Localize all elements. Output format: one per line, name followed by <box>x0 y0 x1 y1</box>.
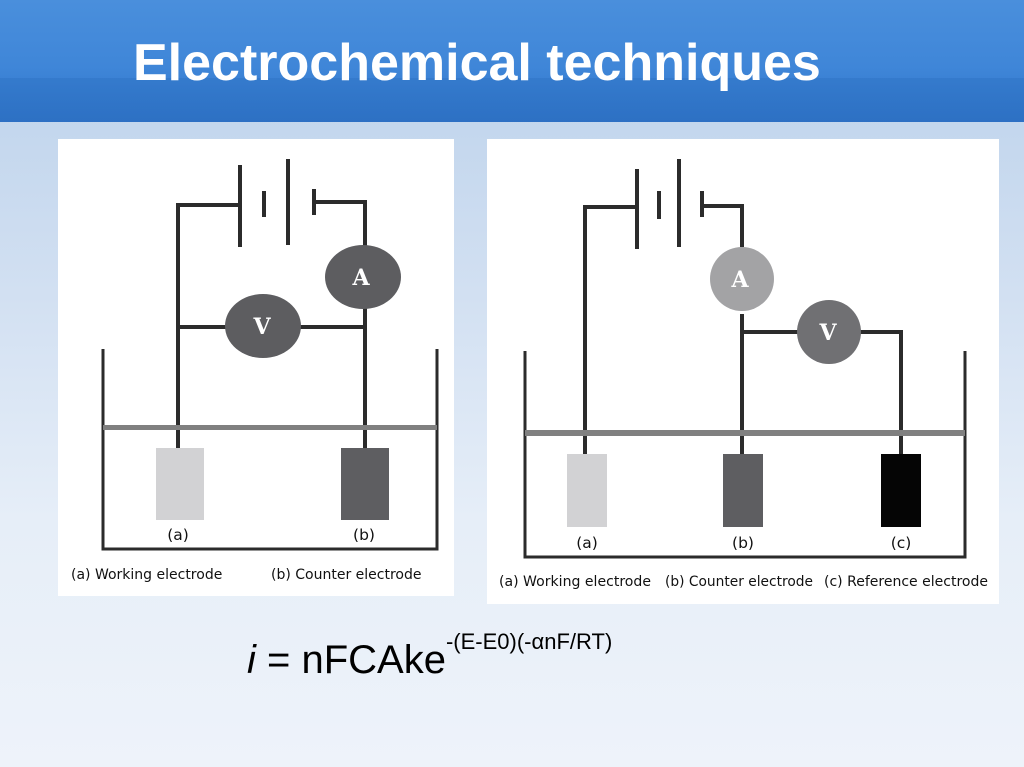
circuit-wires <box>176 200 367 449</box>
ammeter-icon: A <box>710 247 774 311</box>
voltmeter-icon: V <box>225 294 301 358</box>
caption-working-electrode: (a) Working electrode <box>499 574 651 590</box>
working-electrode <box>567 454 607 527</box>
two-electrode-diagram: A V (a) (b) (a) Working electrode (b) Co… <box>58 139 454 596</box>
beaker <box>101 349 439 551</box>
caption-counter-electrode: (b) Counter electrode <box>665 574 813 590</box>
rate-equation: i = nFCAke-(E-E0)(-αnF/RT) <box>247 629 613 694</box>
reference-electrode <box>881 454 921 527</box>
equation-exponent: -(E-E0)(-αnF/RT) <box>445 629 613 654</box>
electrode-b-marker: (b) <box>732 534 754 552</box>
ammeter-body <box>710 247 774 311</box>
caption-reference-electrode: (c) Reference electrode <box>824 574 988 590</box>
slide-title: Electrochemical techniques <box>133 34 821 92</box>
voltmeter-body <box>225 294 301 358</box>
electrode-c-marker: (c) <box>891 534 912 552</box>
title-bar-band <box>0 78 1024 122</box>
voltmeter-body <box>797 300 861 364</box>
electrode-a-marker: (a) <box>167 526 189 544</box>
ammeter-symbol: A <box>351 265 370 291</box>
three-electrode-svg: A V (a) (b) (c) (a) Working electrode (b… <box>499 159 988 590</box>
title-bar: Electrochemical techniques <box>0 0 1024 122</box>
working-electrode <box>156 448 204 520</box>
counter-electrode <box>341 448 389 520</box>
electrolyte-surface <box>525 430 965 436</box>
caption-working-electrode: (a) Working electrode <box>71 567 222 583</box>
voltmeter-symbol: V <box>252 314 271 340</box>
voltmeter-icon: V <box>797 300 861 364</box>
electrode-b-marker: (b) <box>353 526 375 544</box>
caption-counter-electrode: (b) Counter electrode <box>271 567 421 583</box>
three-electrode-diagram: A V (a) (b) (c) (a) Working electrode (b… <box>487 139 999 604</box>
battery-icon <box>238 159 316 247</box>
ammeter-icon: A <box>325 245 401 309</box>
two-electrode-svg: A V (a) (b) (a) Working electrode (b) Co… <box>71 159 439 583</box>
beaker <box>523 351 967 559</box>
counter-electrode <box>723 454 763 527</box>
ammeter-body <box>325 245 401 309</box>
current-symbol: i <box>247 638 256 682</box>
ammeter-symbol: A <box>730 267 749 293</box>
equation-body: = nFCAke <box>255 638 446 682</box>
electrolyte-surface <box>103 425 437 430</box>
voltmeter-symbol: V <box>818 320 837 346</box>
battery-icon <box>635 159 704 249</box>
electrode-a-marker: (a) <box>576 534 598 552</box>
